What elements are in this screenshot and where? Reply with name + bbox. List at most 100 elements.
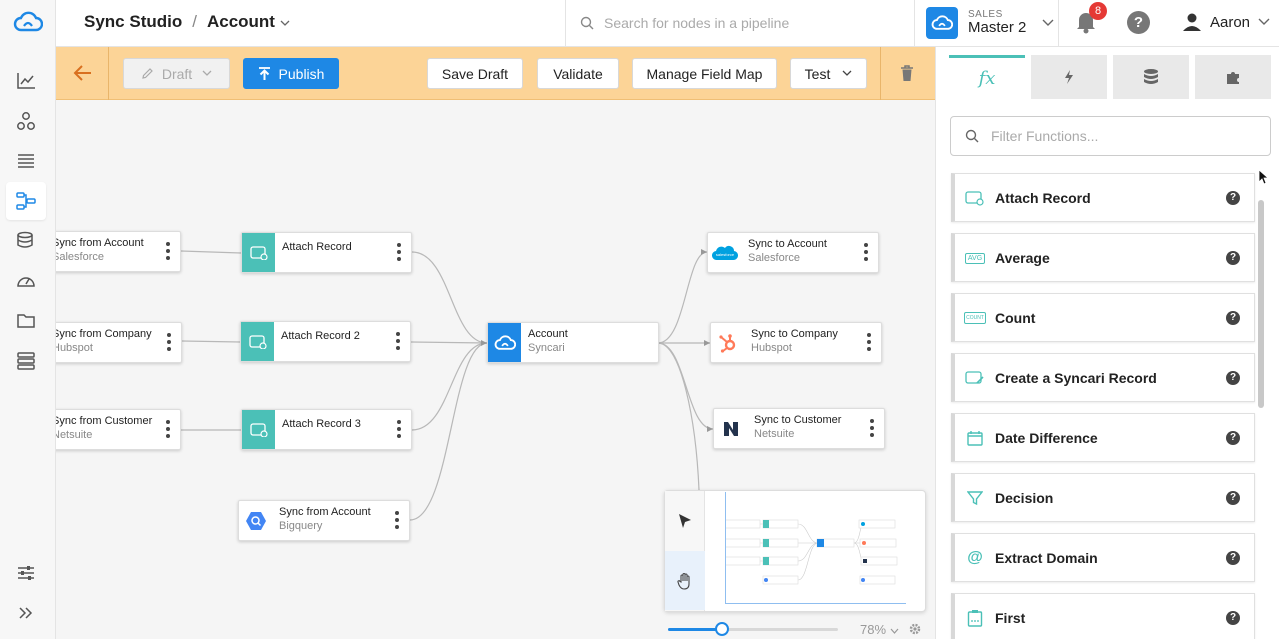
manage-field-map-button[interactable]: Manage Field Map xyxy=(632,58,777,89)
breadcrumb-separator: / xyxy=(192,12,197,31)
node-title: Sync to Account xyxy=(748,238,827,250)
draft-dropdown[interactable]: Draft xyxy=(123,58,230,89)
back-arrow-icon[interactable] xyxy=(73,64,93,87)
node-attach-record-3[interactable]: Attach Record 3 xyxy=(241,409,412,450)
functions-scrollbar[interactable] xyxy=(1258,200,1264,408)
help-icon[interactable]: ? xyxy=(1226,371,1240,385)
pipeline-canvas[interactable]: Sync from Account Salesforce Sync from C… xyxy=(56,100,935,639)
nav-settings-sliders-icon[interactable] xyxy=(6,554,46,592)
notifications-button[interactable]: 8 xyxy=(1075,2,1107,36)
help-icon[interactable]: ? xyxy=(1226,611,1240,625)
help-icon[interactable]: ? xyxy=(1226,491,1240,505)
left-nav xyxy=(0,0,56,639)
node-menu-kebab-icon[interactable] xyxy=(395,511,399,529)
filter-functions xyxy=(950,116,1271,156)
node-subtitle: Bigquery xyxy=(279,520,323,532)
nav-gauge-icon[interactable] xyxy=(6,262,46,300)
node-menu-kebab-icon[interactable] xyxy=(397,243,401,261)
nav-entities-icon[interactable] xyxy=(6,102,46,140)
validate-button[interactable]: Validate xyxy=(537,58,619,89)
node-sync-from-customer[interactable]: Sync from Customer Netsuite xyxy=(56,409,181,450)
zoom-dropdown[interactable]: 78% xyxy=(860,622,899,637)
trash-icon[interactable] xyxy=(900,65,914,87)
function-date-difference[interactable]: Date Difference ? xyxy=(951,413,1255,462)
at-icon: @ xyxy=(965,548,985,568)
function-create-syncari-record[interactable]: Create a Syncari Record ? xyxy=(951,353,1255,402)
nav-pipeline-icon[interactable] xyxy=(6,182,46,220)
minimap-viewport[interactable] xyxy=(719,492,906,604)
help-icon[interactable]: ? xyxy=(1226,311,1240,325)
node-sync-from-bigquery[interactable]: Sync from Account Bigquery xyxy=(238,500,410,541)
test-dropdown[interactable]: Test xyxy=(790,58,867,89)
node-title: Account xyxy=(528,328,568,340)
node-menu-kebab-icon[interactable] xyxy=(864,243,868,261)
node-sync-from-company[interactable]: Sync from Company Hubspot xyxy=(56,322,182,363)
puzzle-icon xyxy=(1227,72,1239,84)
nav-expand-icon[interactable] xyxy=(6,594,46,632)
bigquery-icon xyxy=(239,501,272,540)
database-icon xyxy=(1144,69,1158,84)
function-label: Count xyxy=(995,310,1036,326)
tab-functions[interactable]: fx xyxy=(949,55,1025,99)
entity-selector[interactable]: Account xyxy=(207,12,290,31)
minimap-preview xyxy=(719,519,898,585)
divider xyxy=(1058,0,1059,46)
tab-actions[interactable] xyxy=(1031,55,1107,99)
help-button[interactable]: ? xyxy=(1127,11,1150,34)
node-title: Sync from Account xyxy=(279,506,371,518)
zoom-settings-gear-icon[interactable] xyxy=(908,622,922,639)
node-account-syncari[interactable]: Account Syncari xyxy=(487,322,659,363)
node-sync-to-customer[interactable]: Sync to Customer Netsuite xyxy=(713,408,885,449)
function-decision[interactable]: Decision ? xyxy=(951,473,1255,522)
node-menu-kebab-icon[interactable] xyxy=(870,419,874,437)
node-subtitle: Netsuite xyxy=(754,428,795,440)
chevron-down-icon xyxy=(890,628,899,634)
tab-data[interactable] xyxy=(1113,55,1189,99)
help-icon[interactable]: ? xyxy=(1226,251,1240,265)
node-sync-to-company[interactable]: Sync to Company Hubspot xyxy=(710,322,882,363)
search-input[interactable] xyxy=(604,15,904,31)
nav-stack-icon[interactable] xyxy=(6,342,46,380)
function-icon: fx xyxy=(978,68,996,89)
function-average[interactable]: AVG Average ? xyxy=(951,233,1255,282)
select-pointer-icon[interactable] xyxy=(665,491,705,550)
count-icon: COUNT xyxy=(964,308,986,328)
save-draft-button[interactable]: Save Draft xyxy=(427,58,523,89)
node-attach-record[interactable]: Attach Record xyxy=(241,232,412,273)
publish-button[interactable]: Publish xyxy=(243,58,339,89)
nav-dashboard-icon[interactable] xyxy=(6,62,46,100)
node-sync-from-account[interactable]: Sync from Account Salesforce xyxy=(56,231,181,272)
node-menu-kebab-icon[interactable] xyxy=(166,242,170,260)
environment-selector[interactable]: SALES Master 2 xyxy=(926,5,1058,41)
function-extract-domain[interactable]: @ Extract Domain ? xyxy=(951,533,1255,582)
syncari-logo-icon[interactable] xyxy=(8,6,48,38)
help-icon[interactable]: ? xyxy=(1226,431,1240,445)
function-label: First xyxy=(995,610,1026,626)
nav-data-icon[interactable] xyxy=(6,222,46,260)
help-icon[interactable]: ? xyxy=(1226,551,1240,565)
node-menu-kebab-icon[interactable] xyxy=(396,332,400,350)
node-subtitle: Hubspot xyxy=(751,342,792,354)
function-attach-record[interactable]: Attach Record ? xyxy=(951,173,1255,222)
node-menu-kebab-icon[interactable] xyxy=(867,333,871,351)
nav-list-icon[interactable] xyxy=(6,142,46,180)
nav-folder-icon[interactable] xyxy=(6,302,46,340)
tab-plugins[interactable] xyxy=(1195,55,1271,99)
node-menu-kebab-icon[interactable] xyxy=(167,333,171,351)
filter-functions-input[interactable] xyxy=(991,128,1251,144)
zoom-level: 78% xyxy=(860,622,887,637)
node-attach-record-2[interactable]: Attach Record 2 xyxy=(240,321,411,362)
zoom-slider-handle[interactable] xyxy=(715,622,729,636)
zoom-track[interactable] xyxy=(668,628,838,631)
app-title: Sync Studio xyxy=(84,12,183,31)
node-menu-kebab-icon[interactable] xyxy=(166,420,170,438)
help-icon[interactable]: ? xyxy=(1226,191,1240,205)
function-count[interactable]: COUNT Count ? xyxy=(951,293,1255,342)
breadcrumb: Sync Studio / Account xyxy=(84,12,290,32)
node-title: Attach Record 3 xyxy=(282,418,361,430)
user-menu[interactable]: Aaron xyxy=(1182,12,1270,32)
node-sync-to-account[interactable]: salesforce Sync to Account Salesforce xyxy=(707,232,879,273)
function-first[interactable]: First ? xyxy=(951,593,1255,639)
node-menu-kebab-icon[interactable] xyxy=(397,420,401,438)
pan-hand-icon[interactable] xyxy=(665,551,705,610)
